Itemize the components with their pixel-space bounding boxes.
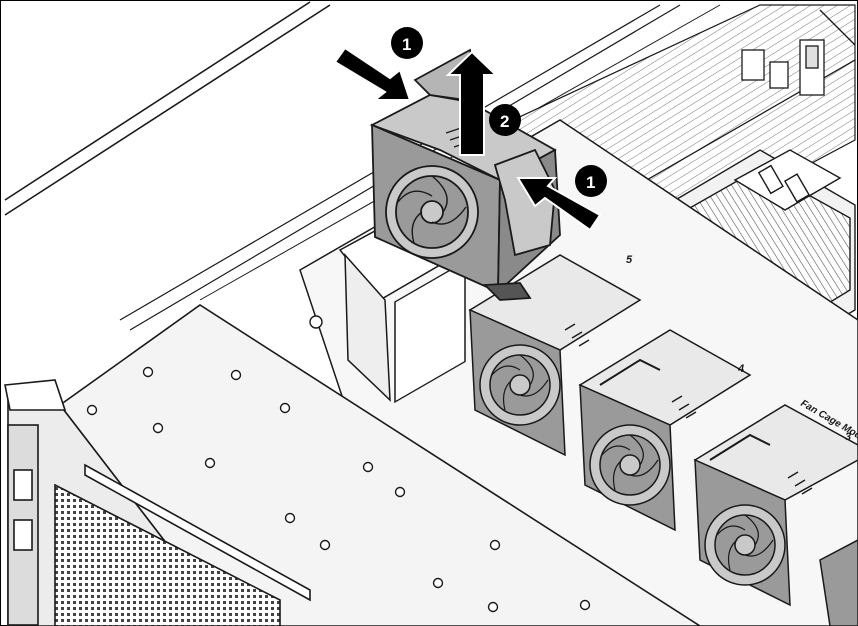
- cover-screws: [86, 315, 591, 613]
- fan-3: 3: [693, 404, 858, 626]
- callout-step-2: 2: [489, 104, 521, 136]
- arrow-lift-up: [445, 50, 499, 156]
- system-board-connectors: [741, 9, 856, 96]
- fan-4-number: 4: [737, 363, 744, 375]
- callout-label: 1: [402, 35, 411, 54]
- arrow-push-right-latch: [516, 177, 602, 232]
- callout-label: 2: [500, 112, 509, 131]
- arrow-push-left-latch: [333, 46, 412, 101]
- callout-step-1-left: 1: [391, 27, 423, 59]
- fan-3-number: 3: [845, 431, 851, 443]
- callout-step-1-right: 1: [575, 165, 607, 197]
- callout-label: 1: [586, 173, 595, 192]
- fan-5: 5: [468, 254, 642, 457]
- fan-4: 4: [578, 329, 752, 532]
- fan-latches: [599, 358, 771, 461]
- fan-5-number: 5: [626, 254, 633, 266]
- front-drive-cage: [4, 304, 702, 626]
